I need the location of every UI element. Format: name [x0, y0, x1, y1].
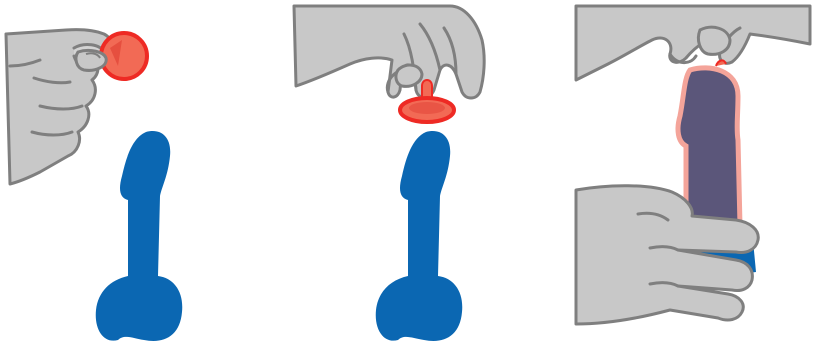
fingertip-icon: [394, 63, 424, 88]
penis-model-icon: [95, 131, 183, 341]
step-3-panel: [560, 0, 817, 346]
hand-icon: [292, 4, 486, 100]
condom-package-icon: [99, 31, 149, 81]
step-1-panel: [0, 0, 272, 346]
step-3-illustration: [574, 4, 812, 326]
fingertip-icon: [696, 25, 732, 56]
condom-tip-icon: [398, 79, 456, 124]
step-2-illustration: [292, 4, 486, 341]
thumbnail-line: [85, 52, 101, 59]
lower-hand-icon: [574, 184, 760, 326]
step-2-panel: [280, 0, 552, 346]
penis-model-icon: [375, 131, 463, 341]
step-1-illustration: [4, 28, 183, 341]
